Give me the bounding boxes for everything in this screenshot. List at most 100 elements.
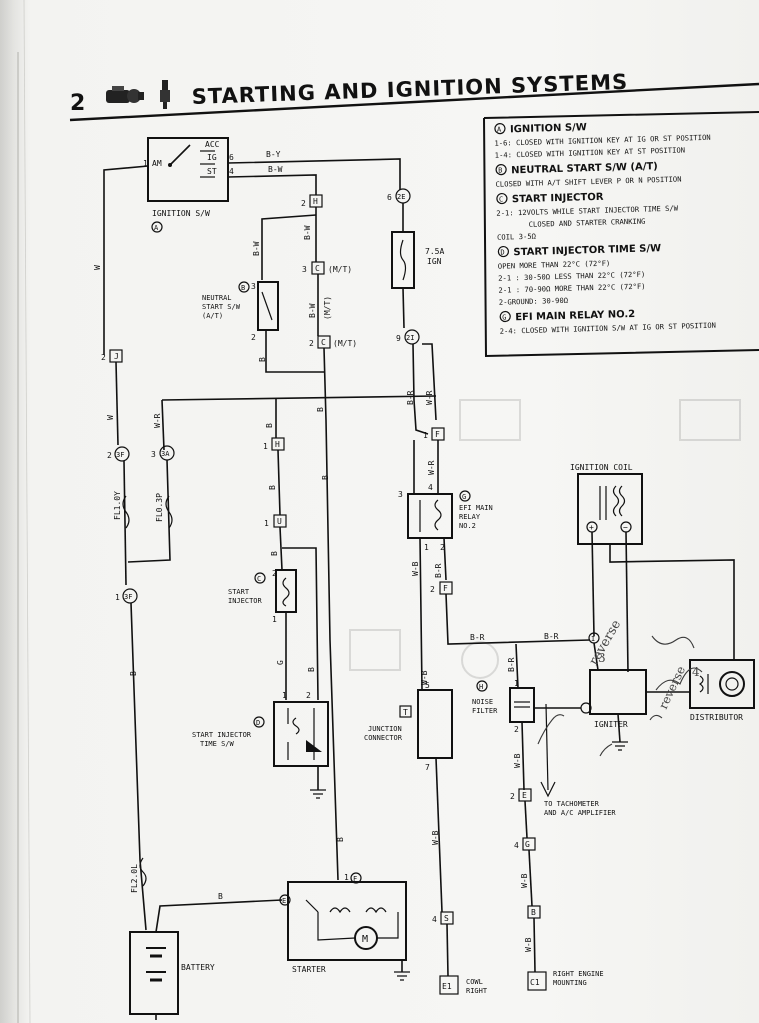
wire-b-starter: [323, 347, 339, 881]
svg-text:IGNITION S/W: IGNITION S/W: [152, 209, 210, 218]
svg-text:1: 1: [423, 431, 428, 440]
wire-bw-neutral: [261, 214, 317, 280]
svg-text:B-R: B-R: [406, 390, 415, 405]
starter-motor-icon: [106, 86, 144, 103]
svg-text:NOISE: NOISE: [472, 698, 493, 706]
svg-text:9: 9: [396, 334, 401, 343]
svg-text:(A/T): (A/T): [202, 312, 223, 320]
svg-text:AND A/C AMPLIFIER: AND A/C AMPLIFIER: [544, 809, 616, 817]
svg-text:reverse: reverse: [656, 664, 688, 711]
wire-by-ig: [227, 158, 401, 190]
connector-3f-lower: 3F 1: [115, 588, 138, 604]
legend-mark-letter: B: [498, 167, 502, 175]
distributor: DISTRIBUTOR: [689, 659, 755, 722]
battery: BATTERY: [129, 931, 215, 1015]
svg-text:4: 4: [432, 915, 437, 924]
svg-text:(M/T): (M/T): [323, 296, 332, 320]
connector-2i: 2I 9: [396, 329, 420, 345]
svg-text:2: 2: [101, 353, 106, 362]
connector-h-top: H 2: [301, 194, 323, 208]
svg-text:IG: IG: [207, 153, 217, 162]
svg-text:2: 2: [309, 339, 314, 348]
connector-3f: 3F 2: [107, 446, 130, 462]
legend-line: OPEN MORE THAN 22°C (72°F): [498, 259, 611, 271]
svg-text:1: 1: [264, 519, 269, 528]
svg-text:B-W: B-W: [308, 303, 317, 318]
svg-text:F: F: [435, 430, 440, 439]
spark-plug-icon: [160, 80, 170, 109]
svg-text:1: 1: [263, 442, 268, 451]
svg-text:STARTER: STARTER: [292, 965, 326, 974]
svg-text:START S/W: START S/W: [202, 303, 241, 311]
svg-text:6: 6: [229, 153, 234, 162]
connector-u: U 1: [264, 514, 287, 528]
svg-text:E1: E1: [442, 982, 452, 991]
svg-text:H: H: [479, 683, 483, 691]
legend-line: CLOSED AND STARTER CRANKING: [529, 217, 646, 229]
svg-text:FL0.3P: FL0.3P: [155, 493, 164, 522]
svg-text:FILTER: FILTER: [472, 707, 498, 715]
efi-main-relay: 3 4 1 2 G EFI MAIN RELAY NO.2: [398, 483, 493, 552]
svg-text:2: 2: [306, 691, 311, 700]
svg-text:M: M: [362, 934, 368, 945]
svg-text:B: B: [265, 423, 274, 428]
svg-text:RIGHT ENGINE: RIGHT ENGINE: [553, 970, 604, 978]
legend-line: 2-1 : 70-90Ω MORE THAN 22°C (72°F): [498, 282, 645, 295]
legend-mark: [499, 310, 511, 323]
page-number: 2: [70, 91, 85, 116]
svg-text:C1: C1: [530, 978, 540, 987]
legend-mark: [495, 163, 507, 176]
svg-text:BATTERY: BATTERY: [181, 963, 215, 972]
svg-text:B-R: B-R: [544, 632, 559, 641]
svg-text:B-W: B-W: [268, 165, 283, 174]
svg-text:W-B: W-B: [411, 561, 420, 576]
svg-text:T: T: [403, 708, 408, 717]
legend-mark-letter: G: [502, 314, 506, 322]
svg-text:2: 2: [440, 543, 445, 552]
svg-text:E: E: [522, 791, 527, 800]
legend-title: START INJECTOR TIME S/W: [513, 243, 661, 258]
svg-text:G: G: [276, 660, 285, 665]
legend-title: EFI MAIN RELAY NO.2: [515, 309, 635, 323]
wire-bw-st: [227, 174, 317, 195]
svg-text:W-B: W-B: [420, 670, 429, 685]
svg-text:W: W: [106, 415, 115, 420]
svg-text:AM: AM: [152, 159, 162, 168]
svg-text:CONNECTOR: CONNECTOR: [364, 734, 403, 742]
wire-w-am: [103, 165, 149, 355]
start-injector-time-switch: 1 2 START INJECTOR TIME S/W D: [192, 691, 329, 767]
starter: E F 1 M STARTER: [279, 872, 407, 974]
ground-c1: C1 RIGHT ENGINE MOUNTING: [527, 970, 604, 991]
neutral-start-switch: 3 2 NEUTRAL START S/W (A/T) B: [202, 281, 279, 342]
svg-text:B: B: [531, 908, 536, 917]
svg-text:−: −: [623, 523, 628, 532]
connector-c-lower: C 2 (M/T): [309, 335, 357, 349]
svg-text:W-B: W-B: [524, 937, 533, 952]
svg-text:+: +: [589, 523, 594, 532]
svg-text:A: A: [154, 224, 159, 232]
connector-g-filter: G 4: [514, 837, 536, 851]
svg-text:B: B: [307, 667, 316, 672]
svg-text:(M/T): (M/T): [333, 339, 357, 348]
svg-text:3: 3: [251, 282, 256, 291]
svg-text:2: 2: [430, 585, 435, 594]
start-injector: 2 1 START INJECTOR C: [228, 569, 297, 624]
connector-f-lower: F 2: [430, 581, 453, 595]
svg-text:1: 1: [514, 679, 519, 688]
svg-text:COWL: COWL: [466, 978, 483, 986]
connector-3a: 3A 3: [151, 445, 175, 461]
header-rule: [69, 82, 759, 122]
noise-filter: 1 2 H NOISE FILTER: [472, 679, 535, 734]
svg-text:2: 2: [510, 792, 515, 801]
svg-text:6: 6: [387, 193, 392, 202]
svg-text:5: 5: [425, 681, 430, 690]
svg-text:U: U: [277, 517, 282, 526]
svg-text:F: F: [443, 584, 448, 593]
svg-text:W-R: W-R: [425, 390, 434, 405]
svg-text:3A: 3A: [161, 450, 170, 458]
legend-title: START INJECTOR: [512, 192, 604, 206]
svg-text:B-W: B-W: [303, 225, 312, 240]
svg-text:4: 4: [428, 483, 433, 492]
